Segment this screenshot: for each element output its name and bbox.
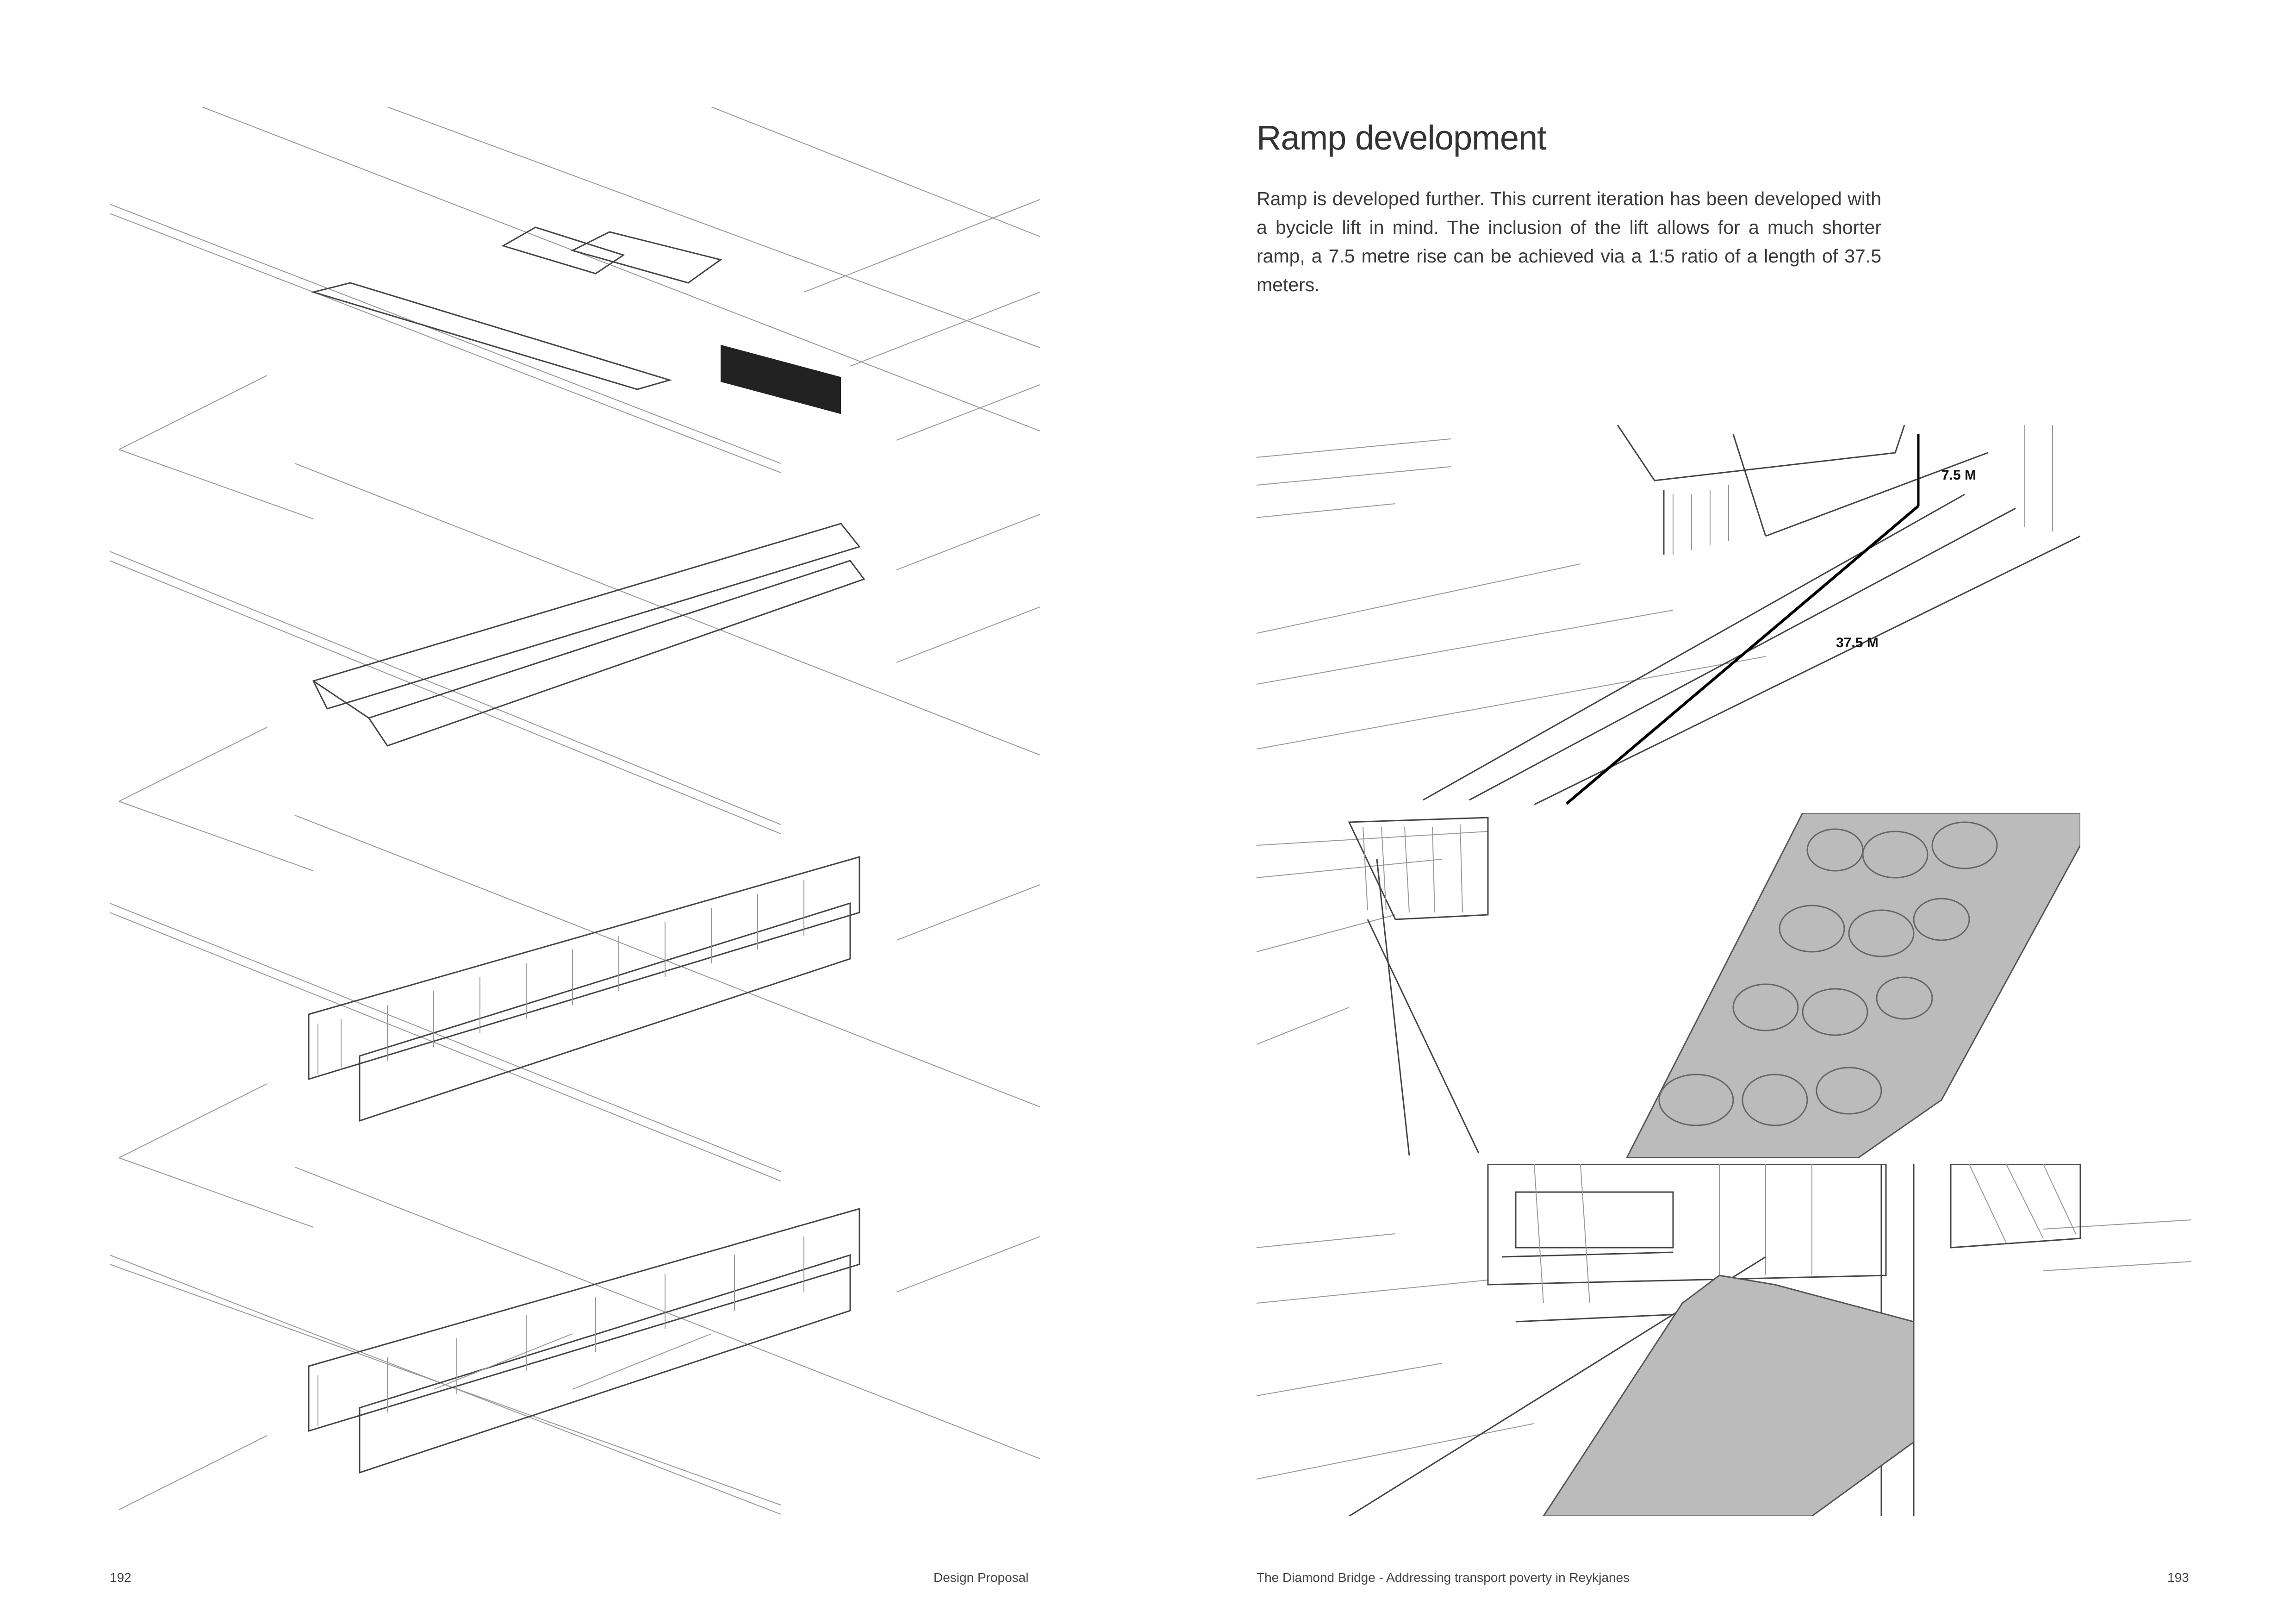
ramp-dimension-render: 7.5 M 37.5 M (1257, 425, 2080, 805)
axonometric-stage-1 (110, 107, 1040, 519)
rock-ramp-render (1257, 813, 2080, 1158)
rock-mass (1543, 1274, 1915, 1516)
lift-tower-render (1257, 1164, 2191, 1516)
axonometric-stage-3 (110, 815, 1040, 1228)
page-title: Ramp development (1257, 119, 1547, 157)
length-dimension-label: 37.5 M (1836, 635, 1879, 650)
right-page-number: 193 (2167, 1570, 2189, 1585)
rock-mass (1626, 813, 2080, 1158)
axonometric-stage-2 (110, 463, 1040, 871)
body-paragraph: Ramp is developed further. This current … (1257, 188, 1881, 295)
axonometric-sequence-drawing (110, 107, 1040, 1515)
left-page-number: 192 (110, 1570, 131, 1585)
document-title-footer: The Diamond Bridge - Addressing transpor… (1257, 1570, 1630, 1585)
rise-dimension-label: 7.5 M (1941, 468, 1976, 483)
axonometric-stage-4 (110, 1167, 1040, 1515)
left-section-label: Design Proposal (933, 1570, 1029, 1585)
